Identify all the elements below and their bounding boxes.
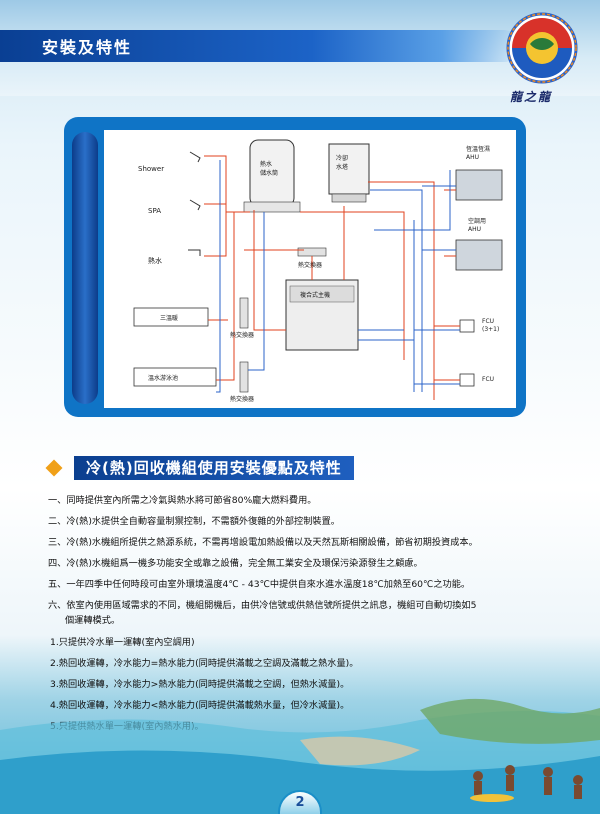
page-title: 安裝及特性 — [42, 38, 133, 57]
section-heading: 冷(熱)回收機組使用安裝優點及特性 — [45, 456, 393, 480]
system-diagram: Shower SPA 熱水 熱水 儲水筒 冷卻 水塔 熱交換器 複合式主機 三溫… — [104, 130, 516, 408]
feature-item: 四、冷(熱)水機組爲一機多功能安全或靠之設備，完全無工業安全及環保污染源發生之顧… — [48, 558, 423, 569]
diamond-bullet-icon — [45, 459, 63, 477]
cooling-tower-label: 冷卻 水塔 — [336, 155, 349, 171]
heat-exchanger-2-label: 熱交換器 — [230, 396, 255, 403]
spa-label: SPA — [148, 207, 162, 215]
heat-exchanger-top-label: 熱交換器 — [298, 262, 323, 269]
mode-item: 1.只提供冷水單一運轉(室內空調用) — [50, 637, 195, 648]
section-heading-text: 冷(熱)回收機組使用安裝優點及特性 — [74, 456, 354, 480]
hot-water-label: 熱水 — [148, 257, 162, 265]
feature-item: 五、一年四季中任何時段可由室外環境溫度4℃ - 43℃中提供自來水進水溫度18℃… — [48, 579, 471, 590]
page-number: 2 — [278, 790, 322, 814]
logo-caption: 龍之龍 — [510, 90, 553, 104]
mode-item: 3.熱回收運轉，冷水能力>熱水能力(同時提供滿載之空調，但熱水減量)。 — [50, 679, 350, 690]
piping-diagram — [133, 139, 503, 400]
heat-exchanger-1-label: 熱交換器 — [230, 332, 255, 339]
mode-item: 2.熱回收運轉，冷水能力=熱水能力(同時提供滿載之空調及滿載之熱水量)。 — [50, 658, 359, 669]
title-bar — [0, 30, 520, 62]
diagram-side-bar — [72, 132, 98, 404]
hot-tank-label: 熱水 儲水筒 — [260, 161, 279, 177]
feature-item-continuation: 個運轉模式。 — [65, 615, 121, 626]
shower-label: Shower — [138, 165, 165, 173]
feature-list: 一、同時提供室內所需之冷氣與熱水將可節省80%龐大燃料費用。 二、冷(熱)水提供… — [48, 490, 578, 631]
fcu-2-label: FCU — [482, 376, 495, 383]
ahu-1-label: 恆溫恆濕 AHU — [466, 146, 491, 161]
fcu-1-label: FCU (3+1) — [482, 318, 500, 333]
feature-item: 二、冷(熱)水提供全自動容量制禦控制，不需額外復雜的外部控制裝置。 — [48, 516, 340, 527]
feature-item: 一、同時提供室內所需之冷氣與熱水將可節省80%龐大燃料費用。 — [48, 495, 317, 506]
feature-item: 三、冷(熱)水機組所提供之熱源系統，不需再增設電加熱設備以及天然瓦斯相關設備，節… — [48, 537, 478, 548]
mode-item: 4.熱回收運轉，冷水能力<熱水能力(同時提供滿載熱水量，但冷水減量)。 — [50, 700, 350, 711]
pool-background-image — [0, 698, 600, 814]
warm-pool-label: 三溫暖 — [160, 315, 179, 322]
main-unit-label: 複合式主機 — [300, 292, 331, 299]
pool-label: 溫水游泳池 — [148, 375, 179, 382]
company-logo — [506, 12, 578, 84]
feature-item: 六、依室內使用區域需求的不同，機組開機后，由供冷信號或供熱信號所提供之訊息，機組… — [48, 600, 477, 611]
ahu-2-label: 空調用 AHU — [468, 218, 487, 233]
